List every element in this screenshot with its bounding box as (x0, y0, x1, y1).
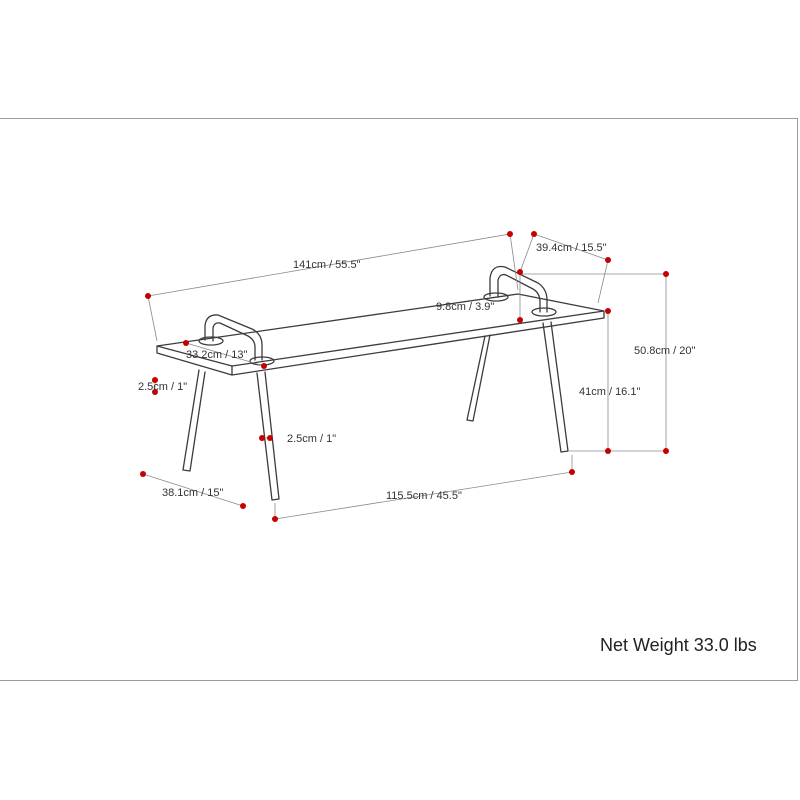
bench-leg-back-right (542, 321, 569, 453)
label-leg-span: 115.5cm / 45.5" (386, 490, 462, 502)
label-handle-length: 9.8cm / 3.9" (436, 301, 494, 313)
diagram-frame (0, 118, 798, 681)
label-top-thickness: 2.5cm / 1" (138, 381, 187, 393)
label-seat-height: 41cm / 16.1" (579, 386, 640, 398)
dimension-lines (142, 233, 667, 520)
net-weight-label: Net Weight 33.0 lbs (600, 635, 757, 655)
bench-handle-right (483, 265, 557, 317)
label-overall-length: 141cm / 55.5" (293, 259, 361, 271)
label-leg-depth: 38.1cm / 15" (162, 487, 223, 499)
bench-leg-back-left (466, 334, 491, 422)
label-handle-span: 33.2cm / 13" (186, 349, 247, 361)
bench-leg-front-left (182, 369, 206, 472)
label-leg-thickness: 2.5cm / 1" (287, 433, 336, 445)
bench-drawing (156, 265, 605, 501)
label-overall-height: 50.8cm / 20" (634, 345, 695, 357)
label-depth: 39.4cm / 15.5" (536, 242, 607, 254)
dimension-markers (140, 231, 669, 522)
dimension-labels: 141cm / 55.5" 39.4cm / 15.5" 9.8cm / 3.9… (138, 242, 695, 502)
